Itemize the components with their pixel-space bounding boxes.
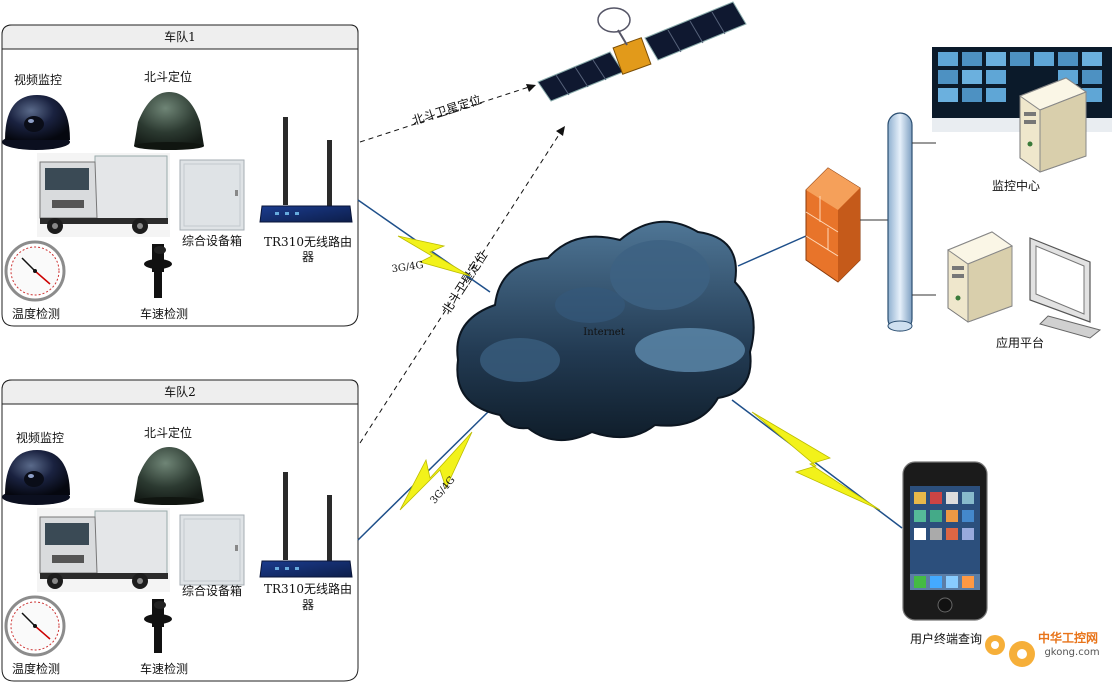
cloud-to-firewall-line [737,235,807,267]
fleet-2-devices [2,447,353,657]
smartphone-icon [902,461,988,621]
thermometer-icon [4,240,66,302]
server-tower-icon [1018,77,1088,173]
equipment-cabinet-icon [179,514,245,586]
thermometer-icon [4,595,66,657]
dome-camera-icon [2,95,70,150]
satellite-link-line-2 [359,129,563,444]
fleet-1-title: 车队1 [164,29,196,44]
fleet-2-beidou-label: 北斗定位 [144,425,192,440]
arrowhead-icon [556,126,565,136]
fleet-2-router-label: TR310无线路由 [264,581,352,596]
wireless-router-icon [259,117,353,223]
network-bus-icon [887,112,913,332]
cell-link-label-1: 3G/4G [391,260,424,275]
equipment-cabinet-icon [179,159,245,231]
fleet-2-video-label: 视频监控 [16,430,64,445]
fleet-1-speed-label: 车速检测 [140,306,188,321]
wireless-router-icon [259,472,353,578]
lightning-icon [397,235,471,277]
user-terminal-label: 用户终端查询 [910,631,982,646]
firewall-icon [805,167,861,283]
fleet-1-video-label: 视频监控 [14,72,62,87]
fleet-1-beidou-label: 北斗定位 [144,69,192,84]
dome-camera-icon [2,450,70,505]
fleet-2-title: 车队2 [164,384,196,399]
fleet-1-router-label-2: 器 [302,250,314,264]
fleet-2-speed-label: 车速检测 [140,661,188,676]
watermark-text: 中华工控网 [1038,630,1098,645]
fleet-2-router-label-2: 器 [302,598,314,612]
lightning-icon [399,431,473,511]
watermark-url: gkong.com [1044,647,1099,658]
fleet-1-devices [2,92,353,302]
internet-cloud-icon [456,220,755,442]
beidou-antenna-icon [134,447,204,505]
satellite-link-label-1: 北斗卫星定位 [410,91,483,128]
satellite-link-line-1 [359,85,533,143]
fleet-2-cabinet-label: 综合设备箱 [182,583,242,598]
fleet-1-cabinet-label: 综合设备箱 [182,233,242,248]
app-platform-label: 应用平台 [996,335,1044,350]
desktop-monitor-icon [1029,237,1102,339]
lightning-icon [751,411,881,511]
beidou-antenna-icon [134,92,204,150]
truck-icon [37,153,170,237]
speed-sensor-icon [144,599,172,653]
watermark-logo [985,635,1035,667]
arrowhead-icon [526,84,536,92]
fleet-1-temperature-label: 温度检测 [12,306,60,321]
truck-icon [37,508,170,592]
satellite-icon [537,1,747,102]
monitor-center-label: 监控中心 [992,178,1040,193]
speed-sensor-icon [144,244,172,298]
fleet-2-temperature-label: 温度检测 [12,661,60,676]
satellite-link-label-2: 北斗卫星定位 [438,248,490,317]
server-tower-icon [946,231,1014,323]
fleet-1-router-label: TR310无线路由 [264,234,352,249]
internet-label: Internet [583,327,624,338]
